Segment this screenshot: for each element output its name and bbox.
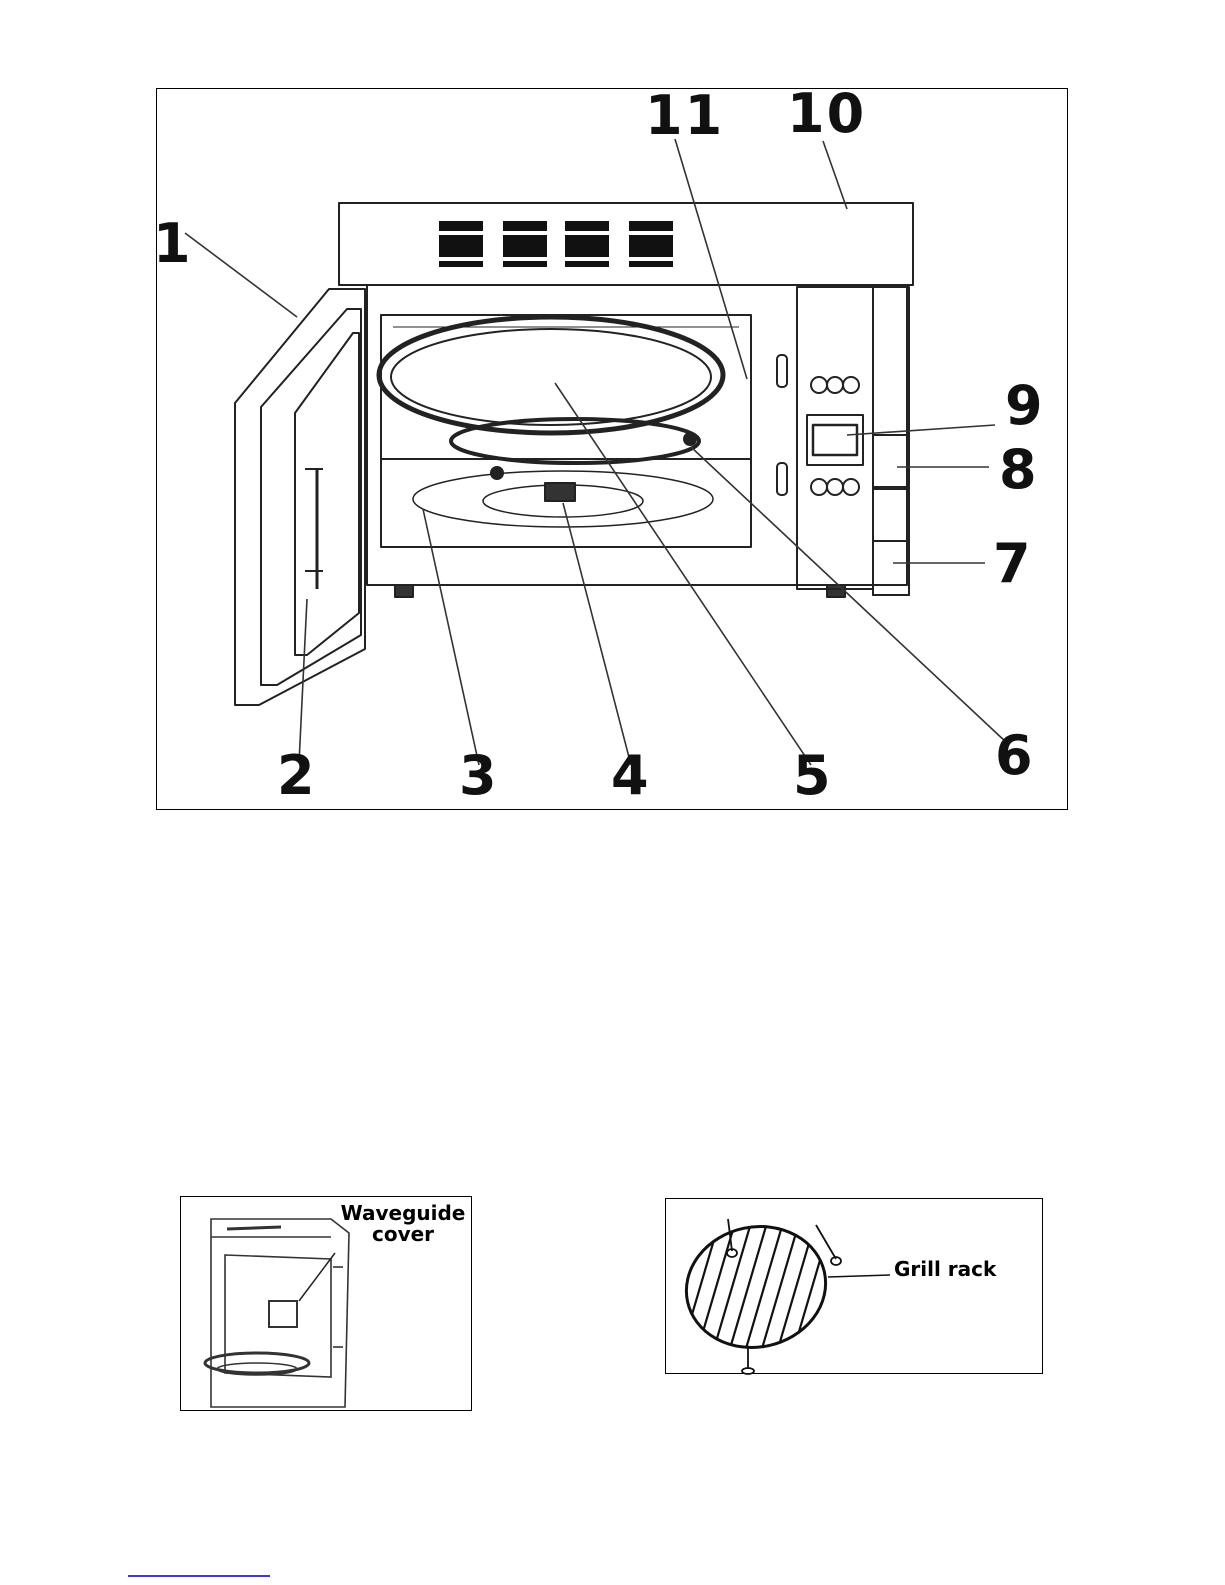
- label-10: 10: [787, 87, 866, 141]
- label-6: 6: [995, 729, 1035, 783]
- display-window: [807, 415, 863, 465]
- grill-rack-inset-frame: Grill rack: [665, 1198, 1043, 1374]
- drive-shaft: [545, 483, 575, 501]
- waveguide-cover-plate: [269, 1301, 297, 1327]
- label-5: 5: [793, 749, 833, 803]
- grill-rack-illustration: [666, 1199, 1044, 1375]
- waveguide-cover-label: Waveguide cover: [333, 1203, 473, 1245]
- top-grill-housing: [339, 203, 913, 285]
- vent-slots: [439, 221, 673, 267]
- label-2: 2: [277, 749, 317, 803]
- button-7: [873, 541, 909, 595]
- label-11: 11: [645, 89, 724, 143]
- roller-ring: [451, 419, 699, 463]
- glass-tray: [379, 317, 723, 433]
- leader-lines: [185, 139, 1007, 765]
- rack-bars: [676, 1199, 854, 1369]
- waveguide-inset-frame: Waveguide cover: [180, 1196, 472, 1411]
- microwave-diagram-frame: 1 2 3 4 5 6 7 8 9 10 11: [156, 88, 1068, 810]
- label-3: 3: [459, 749, 499, 803]
- label-4: 4: [611, 749, 651, 803]
- footer-link-underline: [128, 1575, 270, 1577]
- label-8: 8: [999, 443, 1039, 497]
- label-1: 1: [153, 217, 193, 271]
- microwave-illustration: [157, 89, 1069, 811]
- button-8: [873, 435, 909, 487]
- label-9: 9: [1005, 379, 1045, 433]
- label-7: 7: [993, 537, 1033, 591]
- oven-door: [235, 289, 365, 705]
- control-panel: [797, 287, 873, 589]
- grill-rack-label: Grill rack: [894, 1259, 1014, 1280]
